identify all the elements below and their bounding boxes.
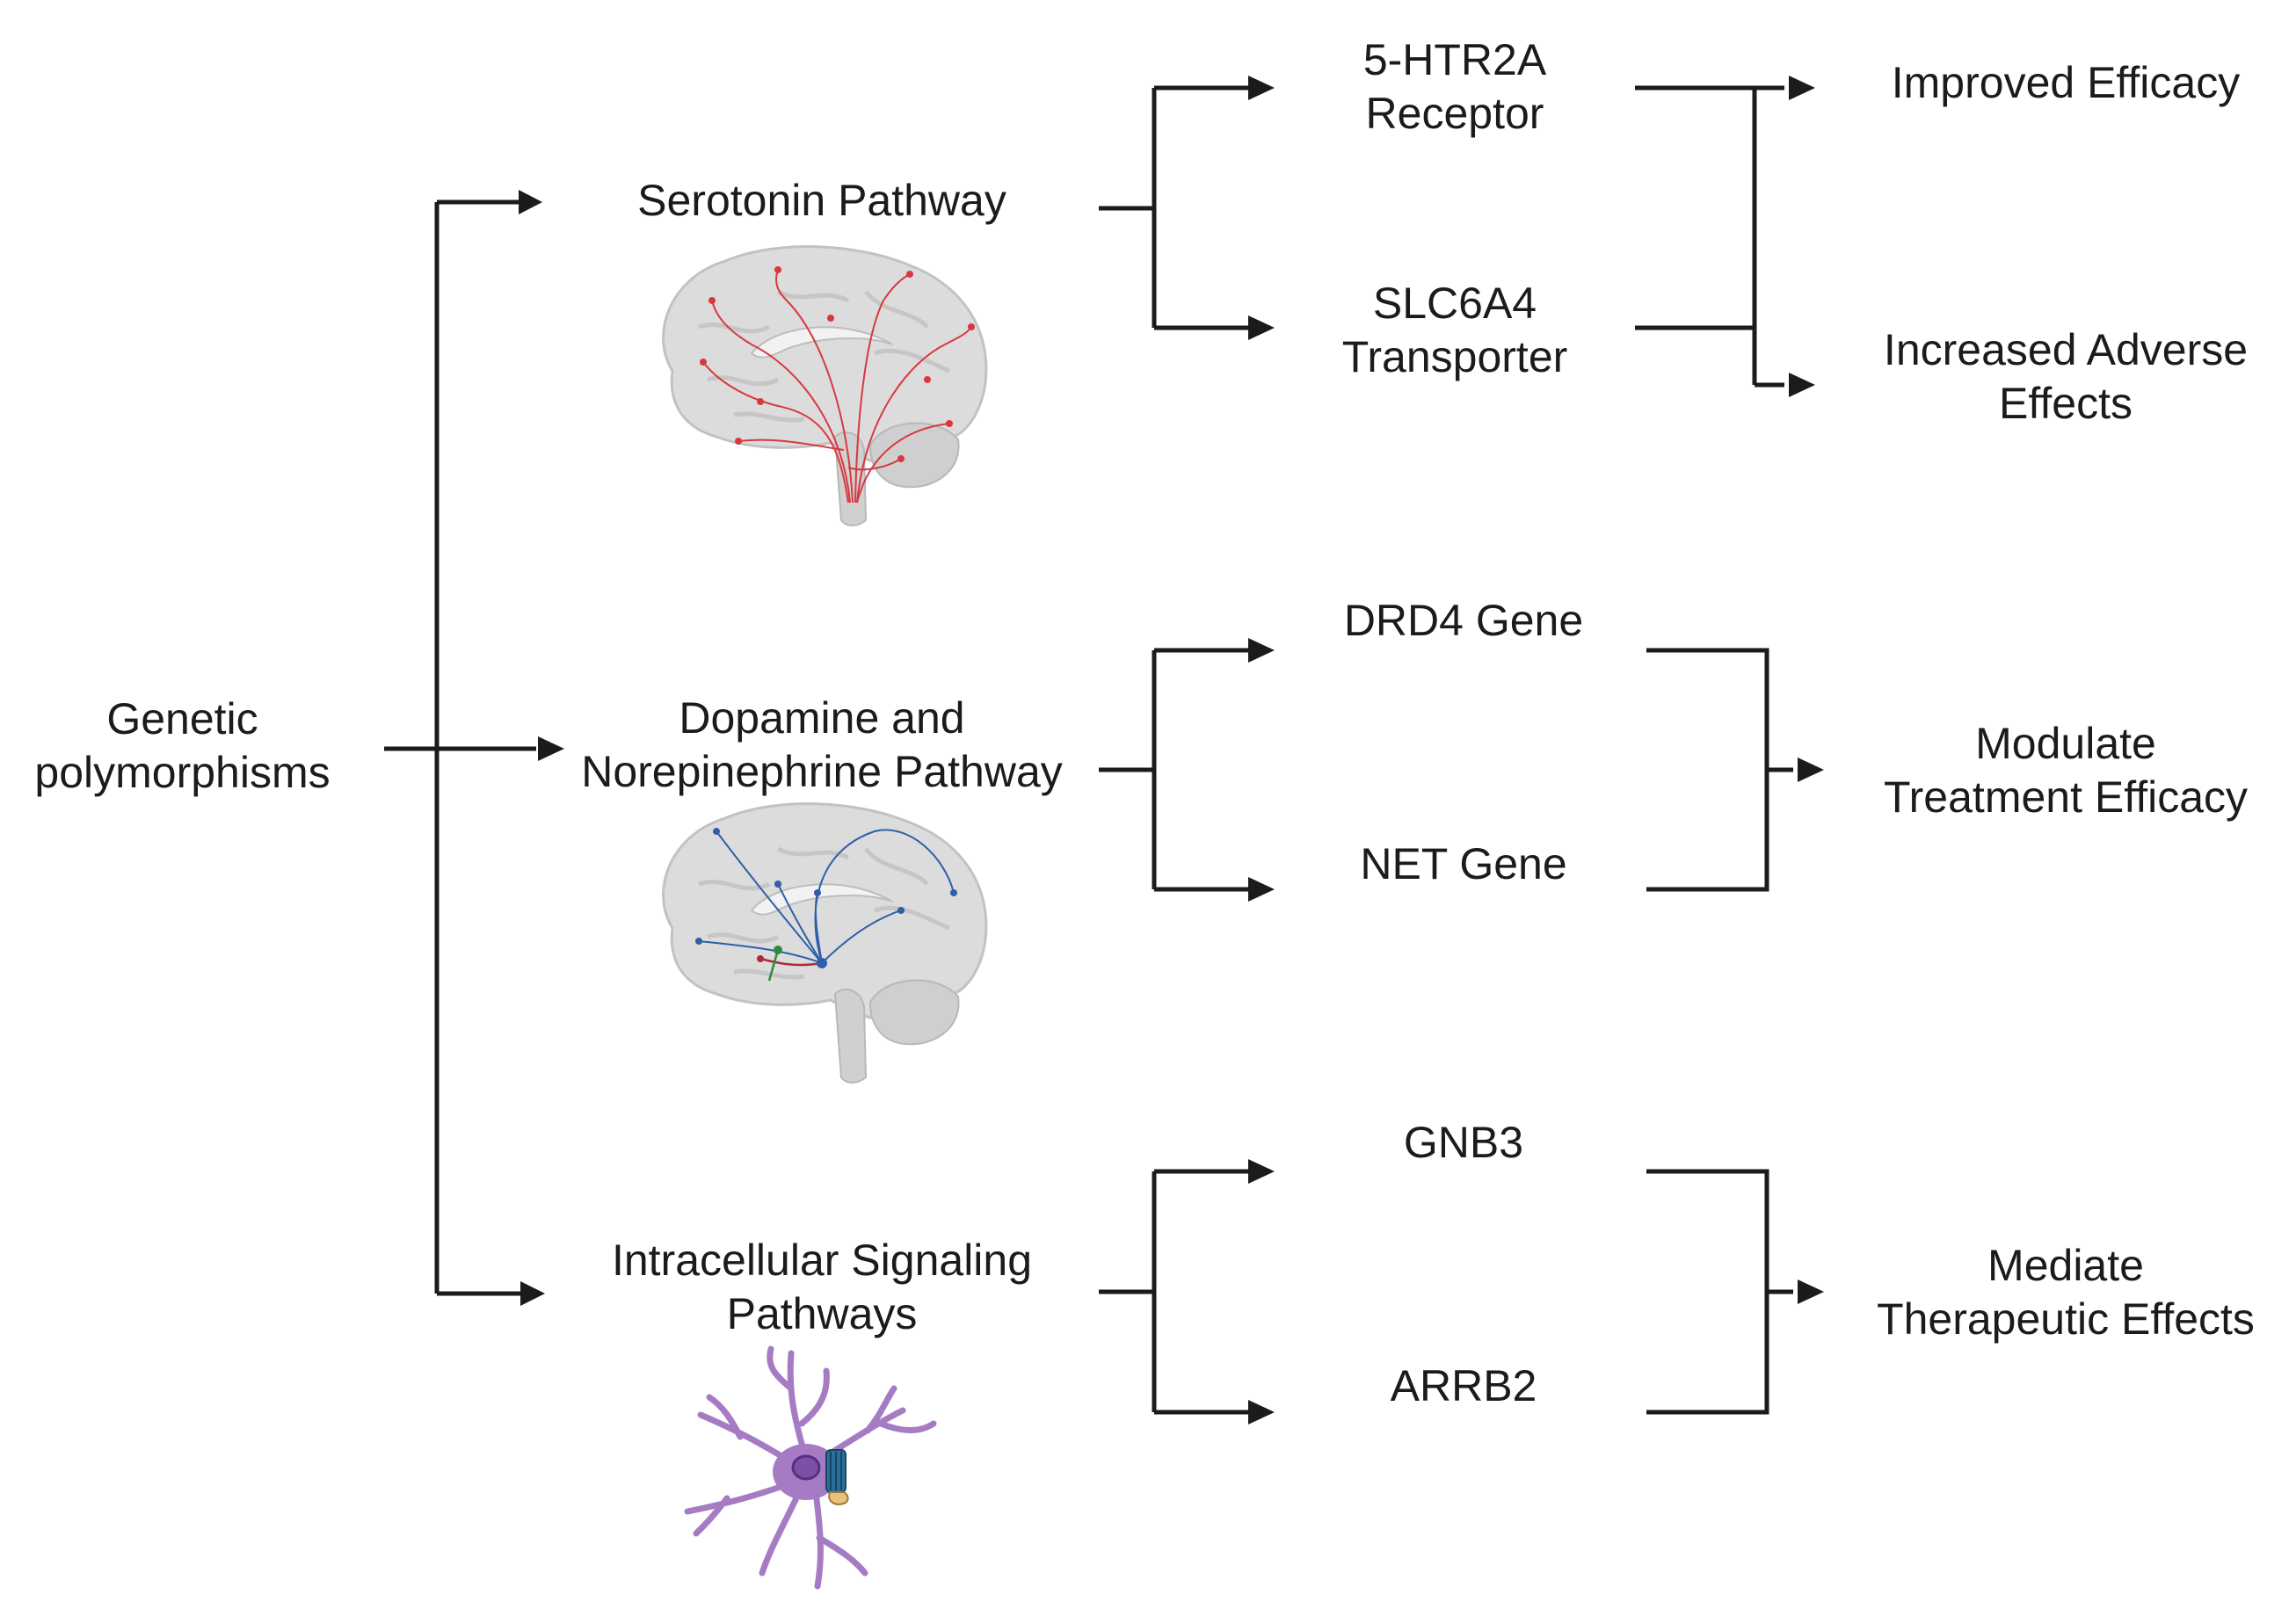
arrowhead (538, 736, 564, 761)
neuron-nucleus (791, 1454, 821, 1481)
gene-label-drd4: DRD4 Gene (1292, 594, 1635, 648)
dopamine-brain-illustration (662, 802, 988, 1084)
corpus-callosum (750, 883, 893, 916)
pathway-label-intracellular-signaling: Intracellular Signaling Pathways (576, 1234, 1068, 1341)
label-line: 5-HTR2A (1362, 35, 1547, 84)
label-line: Receptor (1365, 89, 1544, 138)
cerebellum (868, 422, 960, 489)
arrowhead (1798, 1279, 1824, 1304)
label-line: Therapeutic Effects (1877, 1294, 2255, 1344)
gene-label-arrb2: ARRB2 (1292, 1359, 1635, 1413)
label-line: Genetic (106, 694, 258, 743)
label-line: Norepinephrine Pathway (581, 747, 1063, 796)
arrowhead (519, 190, 542, 214)
brain-cerebrum (662, 802, 988, 1024)
arrowhead (520, 1281, 545, 1306)
arrowhead (1248, 638, 1275, 663)
gene-label-net: NET Gene (1292, 837, 1635, 891)
root-connector (384, 199, 536, 1296)
label-line: DRD4 Gene (1343, 596, 1584, 645)
root-label-genetic-polymorphisms: Genetic polymorphisms (0, 692, 365, 800)
serotonin-outcome-connector (1635, 85, 1784, 388)
brainstem (833, 989, 868, 1084)
label-line: NET Gene (1360, 839, 1567, 888)
arrowhead (1248, 1159, 1275, 1184)
label-line: ARRB2 (1390, 1361, 1537, 1410)
arrowhead (1248, 315, 1275, 340)
label-line: GNB3 (1403, 1118, 1524, 1167)
gene-label-gnb3: GNB3 (1292, 1116, 1635, 1170)
arrowheads (519, 76, 1824, 1424)
arrowhead (1789, 373, 1815, 397)
dopamine-connector (1099, 648, 1248, 892)
cerebellum (868, 979, 960, 1046)
label-line: polymorphisms (34, 748, 331, 797)
dopamine-outcome-connector (1646, 648, 1793, 892)
brain-cerebrum (662, 245, 988, 467)
arrowhead (1789, 76, 1815, 100)
pathway-label-dopamine-norepinephrine: Dopamine and Norepinephrine Pathway (558, 692, 1086, 799)
label-line: Dopamine and (679, 693, 965, 743)
intracellular-outcome-connector (1646, 1169, 1793, 1415)
label-line: Improved Efficacy (1891, 58, 2241, 107)
label-line: Mediate (1987, 1241, 2144, 1290)
arrowhead (1248, 877, 1275, 902)
label-line: Effects (1999, 379, 2133, 428)
outcome-label-improved-efficacy: Improved Efficacy (1837, 56, 2294, 110)
serotonin-connector (1099, 85, 1248, 330)
label-line: Serotonin Pathway (637, 176, 1006, 225)
arrowhead (1248, 76, 1275, 100)
neuron-illustration (684, 1345, 937, 1590)
gene-label-5-htr2a: 5-HTR2A Receptor (1283, 33, 1626, 141)
outcome-label-modulate-treatment-efficacy: Modulate Treatment Efficacy (1837, 717, 2294, 824)
outcome-label-increased-adverse-effects: Increased Adverse Effects (1837, 323, 2294, 431)
gene-label-slc6a4: SLC6A4 Transporter (1283, 277, 1626, 384)
label-line: Pathways (726, 1289, 918, 1338)
serotonin-brain-illustration (662, 245, 988, 526)
pathway-label-serotonin: Serotonin Pathway (576, 174, 1068, 228)
label-line: Intracellular Signaling (611, 1236, 1033, 1285)
intracellular-connector (1099, 1169, 1248, 1415)
label-line: SLC6A4 (1372, 279, 1537, 328)
label-line: Treatment Efficacy (1883, 772, 2249, 822)
outcome-label-mediate-therapeutic-effects: Mediate Therapeutic Effects (1837, 1239, 2294, 1346)
label-line: Transporter (1341, 332, 1568, 381)
label-line: Modulate (1975, 719, 2156, 768)
label-line: Increased Adverse (1883, 325, 2249, 374)
arrowhead (1248, 1400, 1275, 1424)
arrowhead (1798, 758, 1824, 782)
receptor-icon (825, 1449, 849, 1505)
